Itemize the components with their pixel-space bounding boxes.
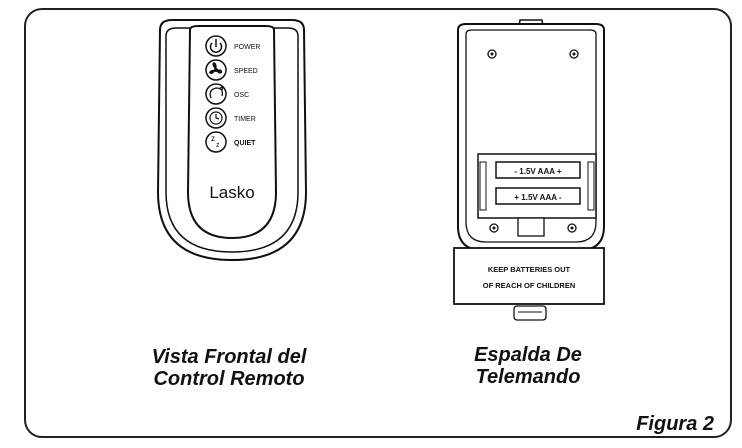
remote-front-illustration: POWER SPEED OSC TIMER z z QUIET Lasko [156, 19, 308, 262]
warning-line1: KEEP BATTERIES OUT [488, 265, 571, 274]
svg-text:z: z [211, 134, 215, 143]
svg-text:z: z [216, 142, 220, 149]
timer-label: TIMER [234, 116, 256, 123]
back-caption-line1: Espalda De [474, 344, 582, 366]
figure-frame [24, 8, 732, 438]
sleep-zz-icon [205, 131, 227, 153]
power-label: POWER [234, 44, 260, 51]
figure-label: Figura 2 [636, 413, 714, 435]
back-caption: Espalda De Telemando [448, 344, 608, 388]
osc-button: OSC [205, 83, 249, 105]
battery-bottom-label: + 1.5V AAA - [514, 193, 562, 202]
screw-icon [487, 49, 579, 233]
brand-logo: Lasko [209, 183, 254, 202]
battery-top: - 1.5V AAA + [495, 161, 581, 179]
power-button: POWER [205, 35, 260, 57]
battery-bottom: + 1.5V AAA - [495, 187, 581, 205]
remote-back-illustration: - 1.5V AAA + + 1.5V AAA - KEEP BATTERIES… [453, 19, 605, 321]
front-caption-line2: Control Remoto [153, 368, 305, 390]
quiet-label: QUIET [234, 140, 256, 147]
speed-label: SPEED [234, 68, 258, 75]
osc-label: OSC [234, 92, 249, 99]
warning-line2: OF REACH OF CHILDREN [483, 281, 576, 290]
back-caption-line2: Telemando [475, 366, 581, 388]
front-caption-line1: Vista Frontal del [151, 346, 307, 368]
battery-top-label: - 1.5V AAA + [514, 167, 562, 176]
front-caption: Vista Frontal del Control Remoto [122, 346, 336, 390]
timer-button: TIMER [205, 107, 256, 129]
speed-button: SPEED [205, 59, 258, 81]
quiet-button: z z QUIET [205, 131, 256, 153]
